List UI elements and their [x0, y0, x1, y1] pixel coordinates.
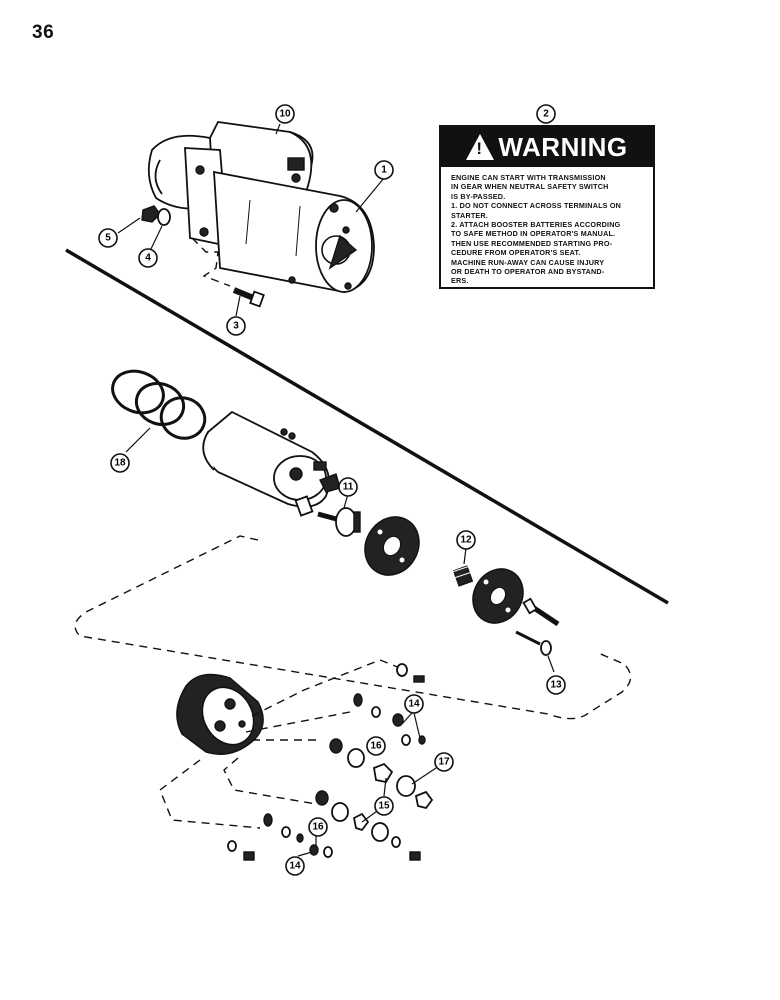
bolt-set-part: [515, 597, 560, 656]
callout-3: 3: [226, 316, 246, 336]
callout-14-lower: 14: [285, 856, 305, 876]
svg-text:4: 4: [145, 253, 151, 264]
callout-4: 4: [138, 248, 158, 268]
callout-16-upper: 16: [366, 736, 386, 756]
warning-line: 1. DO NOT CONNECT ACROSS TERMINALS ON: [451, 201, 622, 211]
nut-part: [141, 205, 161, 223]
callout-15: 15: [374, 796, 394, 816]
svg-text:16: 16: [312, 822, 324, 833]
washer-part: [157, 208, 171, 226]
warning-line: TO SAFE METHOD IN OPERATOR'S MANUAL.: [451, 229, 616, 239]
warning-line: ENGINE CAN START WITH TRANSMISSION: [451, 173, 606, 182]
warning-line: STARTER.: [451, 210, 489, 220]
svg-text:14: 14: [408, 699, 420, 710]
callout-12: 12: [456, 530, 476, 550]
svg-text:17: 17: [438, 757, 450, 768]
callout-13: 13: [546, 675, 566, 695]
svg-text:18: 18: [114, 458, 126, 469]
seal-ring-set: [111, 369, 207, 440]
warning-line: THEN USE RECOMMENDED STARTING PRO-: [451, 238, 613, 248]
callout-5: 5: [98, 228, 118, 248]
warning-decal: ! WARNING ENGINE CAN START WITH TRANSMIS…: [439, 125, 655, 289]
svg-text:12: 12: [460, 535, 472, 546]
svg-text:3: 3: [233, 321, 239, 332]
callout-10: 10: [275, 104, 295, 124]
spring-part: [451, 565, 474, 587]
warning-line: IS BY-PASSED.: [451, 191, 506, 201]
callout-18: 18: [110, 453, 130, 473]
page-number: 36: [32, 22, 55, 43]
svg-text:10: 10: [279, 109, 291, 120]
callout-1: 1: [374, 160, 394, 180]
warning-line: ERS.: [451, 276, 469, 286]
end-cap-part: [176, 673, 264, 755]
svg-text:2: 2: [543, 109, 549, 120]
callout-17: 17: [434, 752, 454, 772]
svg-text:1: 1: [381, 165, 387, 176]
warning-line: CEDURE FROM OPERATOR'S SEAT.: [451, 248, 581, 258]
warning-line: 2. ATTACH BOOSTER BATTERIES ACCORDING: [451, 220, 621, 230]
callout-16-lower: 16: [308, 817, 328, 837]
callout-14-upper: 14: [404, 694, 424, 714]
bolt-part: [232, 287, 265, 308]
svg-text:5: 5: [105, 233, 111, 244]
svg-text:13: 13: [550, 680, 562, 691]
plunger-part: [317, 507, 361, 537]
retainer-disc-part: [472, 568, 524, 624]
warning-title: WARNING: [498, 131, 628, 162]
svg-text:11: 11: [343, 482, 354, 493]
svg-text:15: 15: [378, 801, 390, 812]
warning-line: IN GEAR WHEN NEUTRAL SAFETY SWITCH: [451, 182, 609, 192]
warning-triangle-icon: !: [466, 134, 495, 160]
contact-disc-part: [364, 516, 420, 576]
svg-text:14: 14: [289, 861, 301, 872]
warning-header: ! WARNING: [441, 127, 653, 167]
starter-motor-assembly: [147, 121, 375, 293]
warning-text: ENGINE CAN START WITH TRANSMISSION IN GE…: [441, 167, 653, 286]
section-divider-line: [65, 248, 669, 605]
callout-2: 2: [536, 104, 556, 124]
warning-line: OR DEATH TO OPERATOR AND BYSTAND-: [451, 267, 605, 277]
callout-11: 11: [338, 477, 358, 497]
svg-text:16: 16: [370, 741, 382, 752]
solenoid-housing-part: [202, 410, 341, 517]
warning-line: MACHINE RUN-AWAY CAN CAUSE INJURY: [451, 257, 605, 267]
